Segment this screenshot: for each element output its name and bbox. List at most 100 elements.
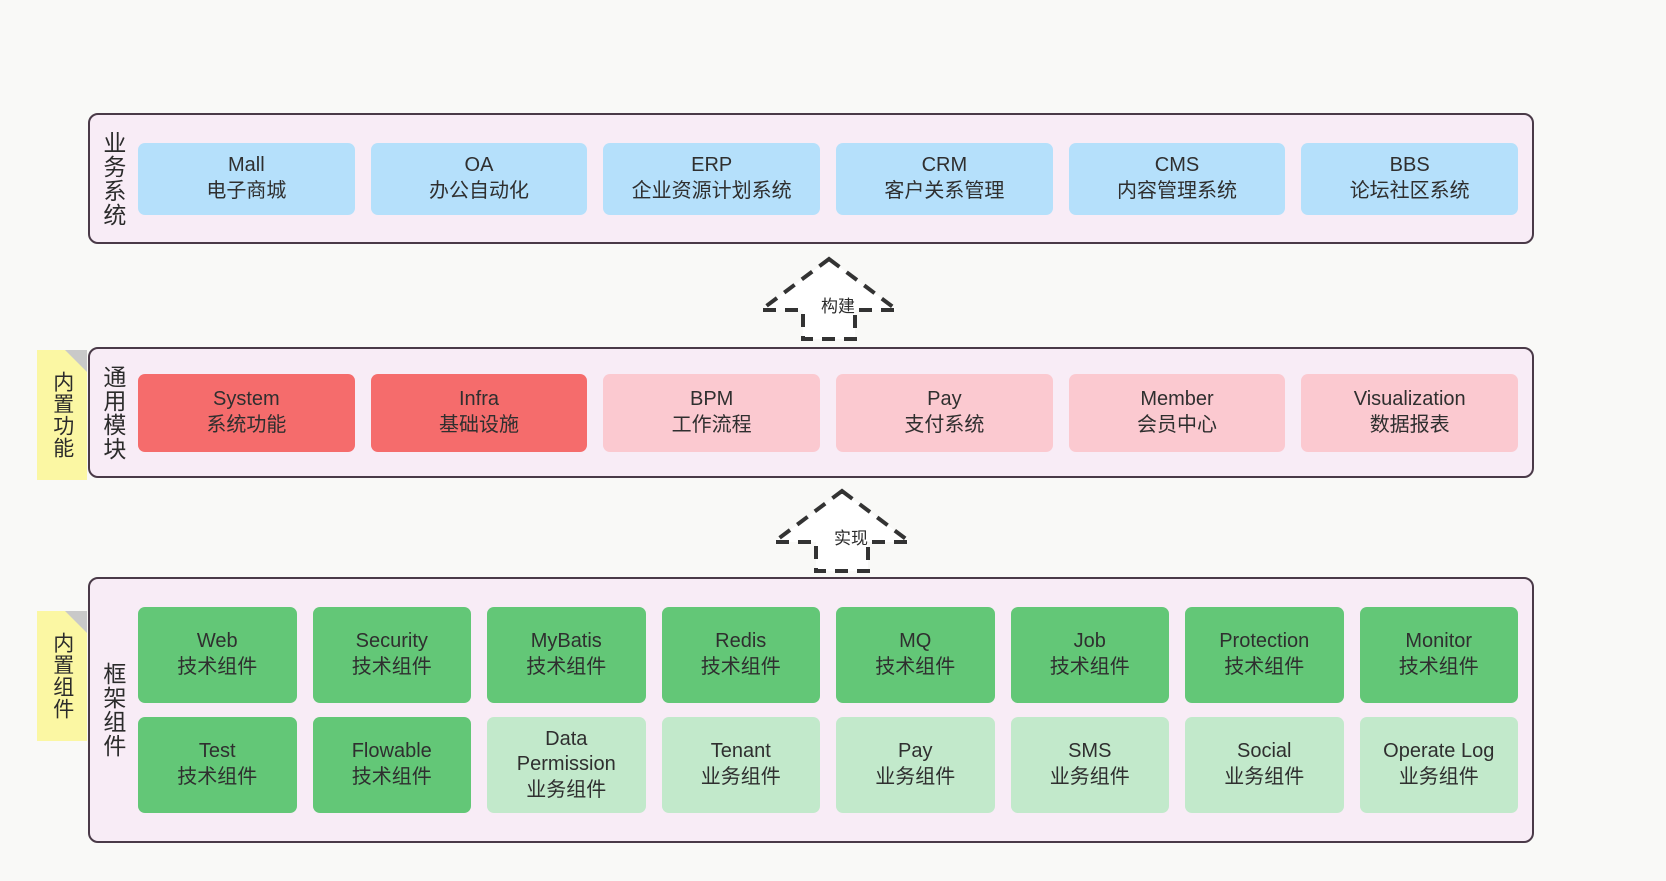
- module-card-bbs[interactable]: BBS 论坛社区系统: [1301, 142, 1519, 215]
- module-card-pay[interactable]: Pay 支付系统: [836, 373, 1053, 452]
- component-subtitle: 业务组件: [1398, 766, 1479, 788]
- component-title: Social: [1237, 740, 1292, 763]
- component-title: Monitor: [1405, 630, 1473, 653]
- component-title: Security: [355, 630, 428, 653]
- layer-row: Test 技术组件 Flowable 技术组件 Data Permission …: [138, 717, 1518, 813]
- component-card-tenant[interactable]: Tenant 业务组件: [661, 717, 820, 813]
- connector-build-label: 构建: [821, 297, 855, 316]
- component-card-redis[interactable]: Redis 技术组件: [661, 607, 820, 703]
- component-subtitle: 技术组件: [700, 656, 781, 678]
- layer-label-business-system: 业务系统: [99, 130, 126, 227]
- component-title: Test: [198, 740, 236, 763]
- module-subtitle: 办公自动化: [429, 179, 529, 202]
- component-subtitle: 业务组件: [526, 778, 607, 801]
- module-title: Pay: [927, 387, 962, 410]
- component-subtitle: 技术组件: [875, 656, 956, 678]
- component-subtitle: 技术组件: [1398, 656, 1479, 678]
- module-title: ERP: [691, 153, 733, 176]
- component-card-protection[interactable]: Protection 技术组件: [1185, 607, 1344, 703]
- component-subtitle: 技术组件: [351, 656, 432, 678]
- component-title: MQ: [899, 630, 932, 653]
- module-subtitle: 基础设施: [439, 413, 519, 436]
- module-subtitle: 客户关系管理: [884, 179, 1005, 202]
- component-subtitle: 技术组件: [177, 766, 258, 788]
- module-title: Mall: [228, 153, 265, 176]
- module-title: OA: [464, 153, 494, 176]
- component-subtitle: 技术组件: [1049, 656, 1130, 678]
- sticky-note-label: 内置组件: [50, 632, 74, 720]
- module-subtitle: 论坛社区系统: [1349, 179, 1470, 202]
- component-title: Data Permission: [516, 727, 616, 776]
- component-card-test[interactable]: Test 技术组件: [138, 717, 297, 813]
- module-card-system[interactable]: System 系统功能: [138, 373, 355, 452]
- component-title: Tenant: [710, 740, 771, 763]
- module-subtitle: 企业资源计划系统: [631, 179, 792, 202]
- module-card-bpm[interactable]: BPM 工作流程: [603, 373, 821, 452]
- module-title: BBS: [1389, 153, 1430, 176]
- layer-row: Mall 电子商城 OA 办公自动化 ERP 企业资源计划系统 CRM 客户关系…: [138, 142, 1519, 215]
- component-card-sms[interactable]: SMS 业务组件: [1010, 717, 1169, 813]
- module-subtitle: 工作流程: [671, 413, 752, 436]
- layer-body-framework-component: Web 技术组件 Security 技术组件 MyBatis 技术组件 Redi…: [134, 579, 1532, 841]
- module-card-mall[interactable]: Mall 电子商城: [138, 142, 355, 215]
- module-card-crm[interactable]: CRM 客户关系管理: [836, 142, 1053, 215]
- component-title: MyBatis: [530, 630, 602, 653]
- layer-body-business-system: Mall 电子商城 OA 办公自动化 ERP 企业资源计划系统 CRM 客户关系…: [134, 115, 1532, 242]
- component-card-mq[interactable]: MQ 技术组件: [836, 607, 995, 703]
- module-title: Visualization: [1353, 387, 1466, 410]
- component-subtitle: 技术组件: [526, 656, 607, 678]
- component-subtitle: 业务组件: [875, 766, 956, 788]
- layer-common-module: 通用模块 System 系统功能 Infra 基础设施 BPM 工作流程 Pay…: [88, 347, 1534, 478]
- component-card-security[interactable]: Security 技术组件: [312, 607, 471, 703]
- module-subtitle: 会员中心: [1137, 413, 1218, 436]
- module-title: CRM: [921, 153, 968, 176]
- module-subtitle: 系统功能: [206, 413, 287, 436]
- component-title: Job: [1073, 630, 1106, 653]
- component-card-monitor[interactable]: Monitor 技术组件: [1359, 607, 1518, 703]
- component-card-operate-log[interactable]: Operate Log 业务组件: [1359, 717, 1518, 813]
- layer-row: System 系统功能 Infra 基础设施 BPM 工作流程 Pay 支付系统…: [138, 373, 1519, 452]
- module-subtitle: 电子商城: [206, 179, 287, 202]
- component-card-social[interactable]: Social 业务组件: [1185, 717, 1344, 813]
- module-subtitle: 数据报表: [1369, 413, 1450, 436]
- module-card-oa[interactable]: OA 办公自动化: [370, 142, 588, 215]
- sticky-note-label: 内置功能: [50, 371, 74, 459]
- folded-corner-icon: [65, 350, 87, 372]
- connector-implement-arrow: [768, 488, 916, 574]
- connector-implement-label: 实现: [834, 529, 868, 548]
- component-title: Web: [196, 630, 238, 653]
- layer-business-system: 业务系统 Mall 电子商城 OA 办公自动化 ERP 企业资源计划系统 CRM…: [88, 113, 1534, 244]
- component-card-data-permission[interactable]: Data Permission 业务组件: [487, 717, 646, 813]
- module-card-erp[interactable]: ERP 企业资源计划系统: [603, 142, 821, 215]
- component-title: Protection: [1219, 630, 1310, 653]
- layer-label-framework-component: 框架组件: [99, 662, 126, 758]
- module-title: System: [212, 387, 280, 410]
- layer-framework-component: 框架组件 Web 技术组件 Security 技术组件 MyBatis 技术组件…: [88, 577, 1534, 843]
- sticky-note-builtin-component: 内置组件: [37, 611, 87, 741]
- component-subtitle: 技术组件: [351, 766, 432, 788]
- component-subtitle: 业务组件: [1049, 766, 1130, 788]
- component-title: Operate Log: [1383, 740, 1495, 763]
- connector-build-arrow: [755, 256, 903, 342]
- component-card-flowable[interactable]: Flowable 技术组件: [312, 717, 471, 813]
- module-card-member[interactable]: Member 会员中心: [1068, 373, 1286, 452]
- module-card-visualization[interactable]: Visualization 数据报表: [1301, 373, 1519, 452]
- module-card-infra[interactable]: Infra 基础设施: [370, 373, 588, 452]
- component-card-web[interactable]: Web 技术组件: [138, 607, 297, 703]
- component-subtitle: 业务组件: [1224, 766, 1305, 788]
- module-subtitle: 内容管理系统: [1117, 179, 1238, 202]
- module-title: BPM: [690, 387, 734, 410]
- component-card-pay[interactable]: Pay 业务组件: [836, 717, 995, 813]
- component-card-mybatis[interactable]: MyBatis 技术组件: [487, 607, 646, 703]
- module-title: Member: [1140, 387, 1214, 410]
- module-title: CMS: [1154, 153, 1200, 176]
- layer-body-common-module: System 系统功能 Infra 基础设施 BPM 工作流程 Pay 支付系统…: [134, 349, 1532, 476]
- module-subtitle: 支付系统: [904, 413, 985, 436]
- component-title: Pay: [898, 740, 933, 763]
- module-card-cms[interactable]: CMS 内容管理系统: [1068, 142, 1286, 215]
- component-subtitle: 业务组件: [700, 766, 781, 788]
- layer-label-common-module: 通用模块: [99, 364, 126, 461]
- component-card-job[interactable]: Job 技术组件: [1010, 607, 1169, 703]
- sticky-note-builtin-function: 内置功能: [37, 350, 87, 480]
- component-subtitle: 技术组件: [1224, 656, 1305, 678]
